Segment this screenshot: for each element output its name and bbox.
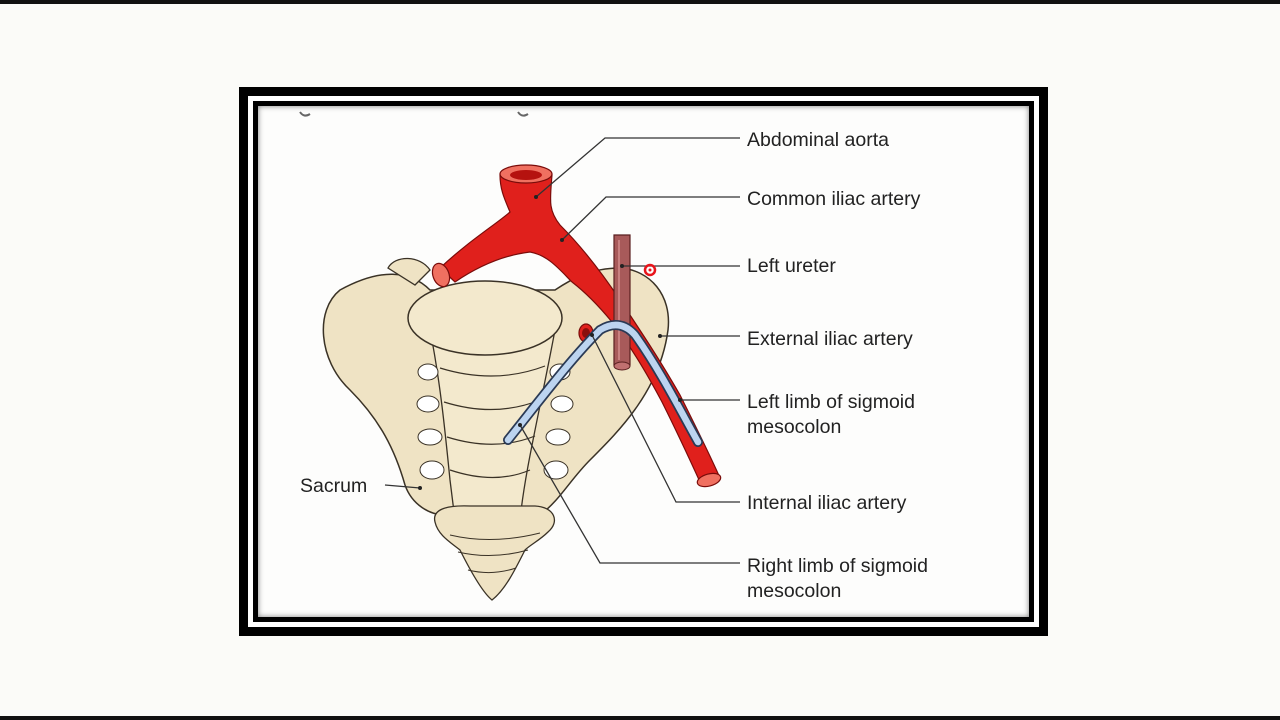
label-abdominal-aorta: Abdominal aorta [747,129,890,151]
label-right-limb-line2: mesocolon [747,580,842,602]
label-right-limb-line1: Right limb of sigmoid [747,555,928,577]
frame-black-band: Abdominal aorta Common iliac artery Left… [253,101,1034,622]
sigmoid-mesocolon [504,321,702,446]
slide-frame: Abdominal aorta Common iliac artery Left… [239,87,1048,636]
leader-lines [384,137,740,564]
label-sacrum: Sacrum [300,475,368,497]
frame-white-band: Abdominal aorta Common iliac artery Left… [248,96,1039,627]
label-left-limb-line1: Left limb of sigmoid [747,391,915,413]
pelvis-diagram [299,111,740,601]
label-left-limb-line2: mesocolon [747,416,842,438]
diagram-panel: Abdominal aorta Common iliac artery Left… [258,106,1029,617]
label-internal-iliac-artery: Internal iliac artery [747,492,907,514]
cropped-text-fragment [299,111,311,117]
label-common-iliac-artery: Common iliac artery [747,188,921,210]
top-border [0,0,1280,4]
cropped-text-fragment [517,111,529,117]
pointer-cursor-icon [643,263,657,277]
bottom-border [0,716,1280,720]
label-external-iliac-artery: External iliac artery [747,328,913,350]
arteries [431,164,722,488]
left-ureter [613,234,631,371]
label-left-ureter: Left ureter [747,255,836,277]
